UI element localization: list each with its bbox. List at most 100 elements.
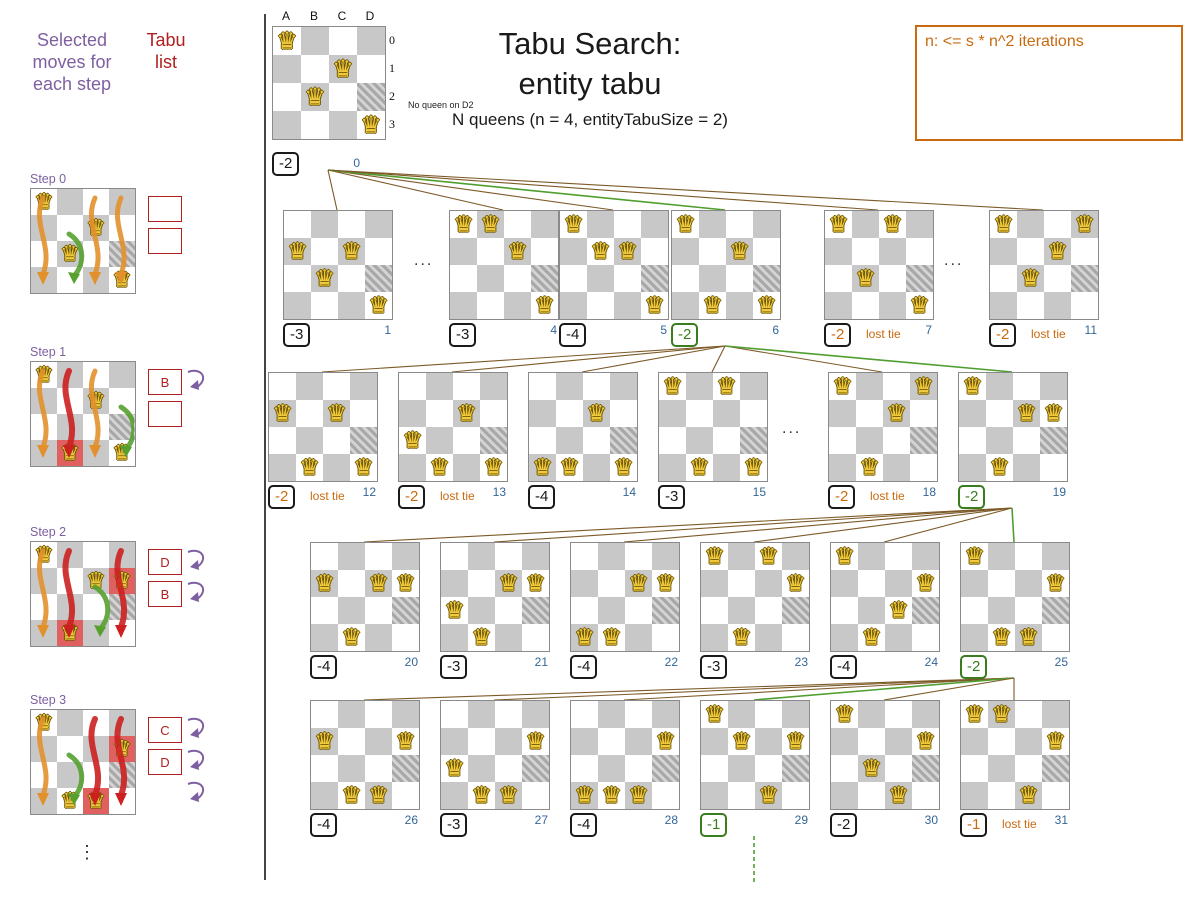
board-cell	[740, 400, 767, 427]
board-cell	[959, 427, 986, 454]
queen-icon: ♛	[834, 543, 855, 570]
board-cell: ♛	[625, 570, 652, 597]
board-cell	[598, 597, 625, 624]
board-cell: ♛	[961, 543, 988, 570]
queen-icon: ♛	[964, 543, 985, 570]
board-cell	[831, 782, 858, 809]
board-cell: ♛	[531, 292, 558, 319]
score-badge: -2	[272, 152, 300, 176]
board-cell	[468, 543, 495, 570]
queen-icon: ♛	[617, 238, 638, 265]
board-cell: ♛	[988, 701, 1015, 728]
board-cell	[109, 710, 135, 736]
board-cell	[441, 624, 468, 651]
queen-icon: ♛	[429, 454, 450, 481]
queen-icon: ♛	[729, 238, 750, 265]
board-cell: ♛	[365, 782, 392, 809]
board-index: 5	[660, 323, 667, 337]
queen-icon: ♛	[1018, 782, 1039, 809]
board-cell	[426, 427, 453, 454]
board-cell	[31, 762, 57, 788]
board-cell	[583, 427, 610, 454]
board-cell	[672, 265, 699, 292]
board-index: 13	[492, 485, 506, 499]
board-cell: ♛	[83, 788, 109, 814]
board-cell	[1015, 755, 1042, 782]
candidate-board-14: ♛♛♛♛	[528, 372, 638, 482]
queen-icon: ♛	[368, 782, 389, 809]
board-cell: ♛	[529, 454, 556, 481]
board-cell	[959, 400, 986, 427]
board-cell	[988, 570, 1015, 597]
queen-icon: ♛	[60, 788, 80, 814]
board-cell	[753, 238, 780, 265]
board-cell: ♛	[109, 440, 135, 466]
board-cell	[614, 211, 641, 238]
board-cell	[883, 373, 910, 400]
board-cell: ♛	[480, 454, 507, 481]
queen-icon: ♛	[86, 388, 106, 414]
tabu-slot: C	[148, 717, 182, 743]
board-cell	[856, 427, 883, 454]
board-index: 11	[1084, 323, 1097, 337]
board-cell	[301, 27, 329, 55]
queen-icon: ♛	[314, 728, 335, 755]
tree-edge	[493, 507, 1013, 543]
board-cell	[57, 542, 83, 568]
board-cell	[450, 265, 477, 292]
row-label: 3	[389, 117, 395, 131]
queen-icon: ♛	[1045, 570, 1066, 597]
board-cell	[728, 570, 755, 597]
board-cell: ♛	[959, 373, 986, 400]
board-cell	[831, 728, 858, 755]
board-cell: ♛	[83, 568, 109, 594]
board-cell: ♛	[350, 454, 377, 481]
board-cell	[441, 701, 468, 728]
board-cell: ♛	[598, 624, 625, 651]
board-cell	[910, 454, 937, 481]
queen-icon: ♛	[86, 215, 106, 241]
board-cell	[726, 292, 753, 319]
queen-icon: ♛	[563, 211, 584, 238]
queen-icon: ♛	[60, 241, 80, 267]
queen-icon: ♛	[60, 620, 80, 646]
board-cell: ♛	[57, 440, 83, 466]
queen-icon: ♛	[785, 728, 806, 755]
board-cell	[831, 624, 858, 651]
board-cell: ♛	[1042, 728, 1069, 755]
board-cell: ♛	[311, 570, 338, 597]
board-index: 28	[664, 813, 678, 827]
board-cell	[755, 570, 782, 597]
board-cell	[961, 597, 988, 624]
board-cell	[614, 265, 641, 292]
board-cell	[587, 292, 614, 319]
board-cell: ♛	[686, 454, 713, 481]
queen-icon: ♛	[353, 454, 374, 481]
score-badge: -3	[658, 485, 686, 509]
board-cell: ♛	[31, 362, 57, 388]
board-cell	[625, 624, 652, 651]
board-cell	[912, 597, 939, 624]
board-cell	[392, 597, 419, 624]
board-cell: ♛	[883, 400, 910, 427]
board-cell	[740, 373, 767, 400]
board-cell: ♛	[885, 597, 912, 624]
board-index: 25	[1054, 655, 1068, 669]
iterations-note-box: n: <= s * n^2 iterations	[915, 25, 1183, 141]
board-cell	[959, 454, 986, 481]
row-label: 1	[389, 61, 395, 75]
board-cell	[284, 211, 311, 238]
board-cell	[83, 362, 109, 388]
board-cell	[571, 597, 598, 624]
board-cell: ♛	[522, 728, 549, 755]
candidate-board-19: ♛♛♛♛	[958, 372, 1068, 482]
tabu-slot	[148, 228, 182, 254]
tree-edge	[451, 345, 726, 373]
board-cell	[885, 728, 912, 755]
queen-icon: ♛	[743, 454, 764, 481]
tree-edge	[327, 169, 614, 211]
board-cell: ♛	[652, 728, 679, 755]
board-cell	[912, 782, 939, 809]
queen-icon: ♛	[1018, 624, 1039, 651]
board-cell: ♛	[641, 292, 668, 319]
